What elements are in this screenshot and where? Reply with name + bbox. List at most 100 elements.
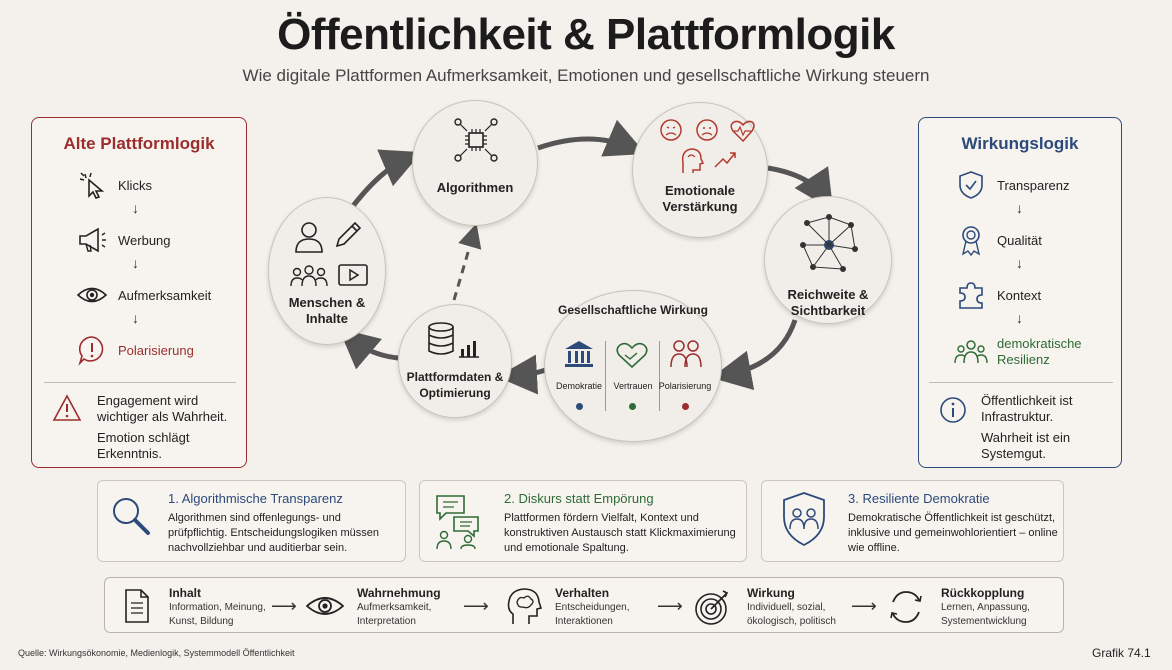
- video-icon: [337, 262, 369, 293]
- shield-people-icon: [780, 491, 828, 552]
- node-label: Menschen & Inhalte: [288, 295, 366, 326]
- card-text: Demokratische Öffentlichkeit ist geschüt…: [848, 512, 1058, 554]
- impact-label: Demokratie: [555, 381, 602, 391]
- card-diskurs: 2. Diskurs statt Empörung Plattformen fö…: [419, 480, 747, 562]
- flow-title: Inhalt: [169, 586, 201, 600]
- node-gesellschaftliche-wirkung: Gesellschaftliche Wirkung Demokratie Ver…: [544, 290, 722, 442]
- flow-title: Wirkung: [747, 586, 795, 600]
- node-label: Emotionale Verstärkung: [662, 183, 738, 214]
- step-aufmerksamkeit: Aufmerksamkeit: [74, 280, 211, 310]
- step-label: Transparenz: [997, 177, 1070, 193]
- node-reichweite: Reichweite & Sichtbarkeit: [764, 196, 892, 324]
- step-transparenz: Transparenz: [953, 170, 1070, 200]
- flow-sub: Individuell, sozial, ökologisch, politis…: [747, 602, 836, 627]
- dot-vertrauen: [629, 403, 636, 410]
- flow-title: Rückkopplung: [941, 586, 1025, 600]
- eye-icon: [74, 280, 110, 310]
- people-group-icon: [953, 337, 989, 367]
- arrow-right-icon: ⟶: [271, 596, 297, 616]
- impact-label: Vertrauen: [613, 381, 653, 391]
- page-title: Öffentlichkeit & Plattformlogik: [277, 10, 895, 59]
- step-resilienz: demokratische Resilienz: [953, 336, 1107, 368]
- flow-sub: Entscheidungen, Interaktionen: [555, 602, 630, 627]
- figure-number: Grafik 74.1: [1092, 646, 1151, 660]
- arrow-down-icon: ↓: [1016, 310, 1023, 326]
- node-algorithmen: Algorithmen: [412, 100, 538, 226]
- step-qualitaet: Qualität: [953, 225, 1042, 256]
- impact-logic-panel: Wirkungslogik Transparenz ↓ Qualität ↓ K…: [918, 117, 1122, 468]
- card-algorithmische-transparenz: 1. Algorithmische Transparenz Algorithme…: [97, 480, 406, 562]
- node-emotionale-verstaerkung: Emotionale Verstärkung: [632, 102, 768, 238]
- step-label: Aufmerksamkeit: [118, 287, 212, 303]
- card-text: Plattformen fördern Vielfalt, Kontext un…: [504, 512, 736, 554]
- node-menschen-inhalte: Menschen & Inhalte: [268, 197, 386, 345]
- arrow-down-icon: ↓: [132, 255, 139, 271]
- puzzle-icon: [953, 280, 989, 310]
- page-subtitle: Wie digitale Plattformen Aufmerksamkeit,…: [242, 66, 930, 85]
- eye-icon: [305, 592, 345, 625]
- step-label: Klicks: [118, 177, 152, 193]
- note-wahrheit: Wahrheit ist ein Systemgut.: [981, 430, 1071, 461]
- alert-bubble-icon: [74, 335, 110, 366]
- document-icon: [123, 588, 151, 629]
- node-plattformdaten: Plattformdaten & Optimierung: [398, 304, 512, 418]
- source-note: Quelle: Wirkungsökonomie, Medienlogik, S…: [18, 648, 295, 658]
- divider: [659, 341, 660, 411]
- node-label: Reichweite & Sichtbarkeit: [787, 287, 869, 318]
- card-title: 1. Algorithmische Transparenz: [168, 491, 343, 506]
- impact-label: Polarisierung: [658, 381, 712, 391]
- note-engagement: Engagement wird wichtiger als Wahrheit.: [97, 393, 228, 424]
- note-emotion: Emotion schlägt Erkenntnis.: [97, 430, 190, 461]
- step-label: Kontext: [997, 287, 1042, 303]
- warning-icon: [52, 394, 82, 427]
- magnifier-icon: [110, 495, 152, 542]
- bank-icon: [563, 339, 595, 374]
- handshake-icon: [615, 341, 649, 374]
- arrow-down-icon: ↓: [1016, 255, 1023, 271]
- person-icon: [293, 220, 325, 259]
- card-resiliente-demokratie: 3. Resiliente Demokratie Demokratische Ö…: [761, 480, 1064, 562]
- people-group-icon: [289, 264, 329, 293]
- chat-people-icon: [434, 493, 482, 554]
- step-kontext: Kontext: [953, 280, 1041, 310]
- megaphone-icon: [74, 225, 110, 255]
- divider: [605, 341, 606, 411]
- flow-sub: Aufmerksamkeit, Interpretation: [357, 602, 432, 627]
- card-title: 3. Resiliente Demokratie: [848, 491, 990, 506]
- process-flow-bar: Inhalt Information, Meinung, Kunst, Bild…: [104, 577, 1064, 633]
- pencil-icon: [333, 220, 363, 255]
- network-nodes-icon: [799, 213, 859, 278]
- old-logic-panel: Alte Plattformlogik Klicks ↓ Werbung ↓ A…: [31, 117, 247, 468]
- step-label: Werbung: [118, 232, 171, 248]
- step-polarisierung: Polarisierung: [74, 335, 194, 366]
- cycle-icon: [887, 588, 925, 631]
- old-logic-title: Alte Plattformlogik: [63, 134, 215, 153]
- step-label: Polarisierung: [118, 342, 194, 358]
- award-icon: [953, 225, 989, 256]
- step-label: Qualität: [997, 232, 1042, 248]
- info-icon: [939, 396, 967, 429]
- divider: [44, 382, 236, 383]
- divider: [929, 382, 1113, 383]
- flow-sub: Information, Meinung, Kunst, Bildung: [169, 602, 266, 627]
- brain-icon: [505, 586, 543, 631]
- arrow-down-icon: ↓: [132, 200, 139, 216]
- node-label: Gesellschaftliche Wirkung: [558, 303, 708, 317]
- database-chart-icon: [427, 321, 483, 366]
- shield-icon: [953, 170, 989, 200]
- node-label: Algorithmen: [436, 180, 514, 195]
- arrow-right-icon: ⟶: [463, 596, 489, 616]
- step-werbung: Werbung: [74, 225, 171, 255]
- card-title: 2. Diskurs statt Empörung: [504, 491, 654, 506]
- step-label: demokratische Resilienz: [997, 336, 1082, 367]
- flow-title: Verhalten: [555, 586, 610, 600]
- arrow-right-icon: ⟶: [851, 596, 877, 616]
- node-label: Plattformdaten & Optimierung: [406, 370, 504, 400]
- flow-sub: Lernen, Anpassung, Systementwicklung: [941, 602, 1030, 627]
- note-infrastruktur: Öffentlichkeit ist Infrastruktur.: [981, 393, 1073, 424]
- cursor-click-icon: [74, 170, 110, 200]
- target-icon: [693, 587, 733, 632]
- emotion-faces-icon: [659, 117, 755, 184]
- impact-logic-title: Wirkungslogik: [961, 134, 1079, 153]
